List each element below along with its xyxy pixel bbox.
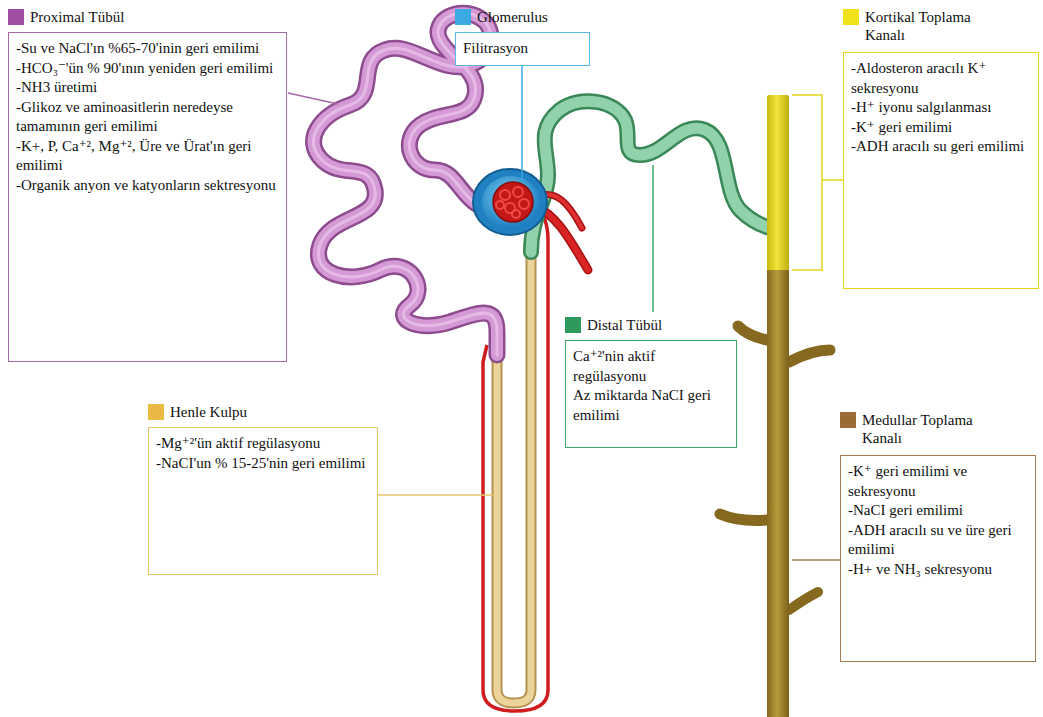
body-text: Filitrasyon: [463, 39, 582, 59]
duct-branch: [789, 592, 818, 610]
body-text: -ADH aracılı su geri emilimi: [851, 137, 1031, 157]
medullary-collecting-duct: [767, 270, 789, 717]
body-text: -Organik anyon ve katyonların sektresyon…: [16, 176, 279, 196]
color-square: [843, 9, 859, 25]
bowman-capsule: [473, 169, 547, 235]
label-panel: Proximal Tübül -Su ve NaCl'ın %65-70'inin…: [8, 8, 287, 362]
panel-heading: Distal Tübül: [565, 316, 737, 334]
color-square: [840, 412, 856, 428]
body-text: -Glikoz ve aminoasitlerin neredeyse tama…: [16, 98, 279, 137]
body-text: -K⁺ geri emilimi ve sekresyonu: [848, 462, 1028, 501]
heading-text: Distal Tübül: [587, 316, 662, 334]
text-box: Filitrasyon: [455, 32, 590, 66]
glomerular-tuft: [493, 182, 533, 222]
panel-heading: Kortikal Toplama Kanalı: [843, 8, 1039, 44]
body-text: -K⁺ geri emilimi: [851, 118, 1031, 138]
bracket: [792, 95, 843, 270]
capillary-loops: [496, 187, 529, 218]
heading-text: Proximal Tübül: [30, 8, 124, 26]
body-text: -NaCI'un % 15-25'nin geri emilimi: [156, 454, 370, 474]
color-square: [455, 9, 471, 25]
body-text: -Su ve NaCl'ın %65-70'inin geri emilimi: [16, 39, 279, 59]
text-box: Ca⁺²'nin aktif regülasyonuAz miktarda Na…: [565, 340, 737, 448]
label-panel: Medullar Toplama Kanalı -K⁺ geri emilimi …: [840, 411, 1036, 662]
label-panel: Kortikal Toplama Kanalı -Aldosteron aracı…: [843, 8, 1039, 289]
body-text: -H⁺ iyonu salgılanması: [851, 98, 1031, 118]
duct-branch: [789, 350, 830, 362]
panel-heading: Glomerulus: [455, 8, 590, 26]
text-box: -Su ve NaCl'ın %65-70'inin geri emilimi-…: [8, 32, 287, 362]
heading-text: Kortikal Toplama Kanalı: [865, 8, 1005, 44]
bowman-capsule-inner: [482, 176, 540, 228]
duct-branch: [738, 326, 767, 340]
body-text: -K+, P, Ca⁺², Mg⁺², Üre ve Ürat'ın geri …: [16, 137, 279, 176]
panel-heading: Medullar Toplama Kanalı: [840, 411, 1036, 447]
label-panel: Distal TübülCa⁺²'nin aktif regülasyonuAz…: [565, 316, 737, 448]
body-text: -ADH aracılı su ve üre geri emilimi: [848, 521, 1028, 560]
leader-line: [378, 494, 493, 496]
panel-heading: Henle Kulpu: [148, 403, 378, 421]
panel-heading: Proximal Tübül: [8, 8, 287, 26]
label-panel: Henle Kulpu -Mg⁺²'ün aktif regülasyonu-Na…: [148, 403, 378, 575]
text-box: -K⁺ geri emilimi ve sekresyonu-NaCI geri…: [840, 455, 1036, 662]
body-text: -H+ ve NH₃ sekresyonu: [848, 560, 1028, 580]
leader-line: [521, 62, 523, 182]
text-box: -Mg⁺²'ün aktif regülasyonu-NaCI'un % 15-…: [148, 427, 378, 575]
heading-text: Henle Kulpu: [170, 403, 247, 421]
leader-line: [652, 165, 654, 312]
color-square: [148, 404, 164, 420]
color-square: [565, 317, 581, 333]
text-box: -Aldosteron aracılı K⁺ sekresyonu-H⁺ iyo…: [843, 52, 1039, 289]
heading-text: Glomerulus: [477, 8, 548, 26]
leader-line: [288, 93, 338, 104]
cortical-collecting-duct: [767, 95, 789, 271]
vasa-recta: [483, 206, 548, 711]
body-text: -Mg⁺²'ün aktif regülasyonu: [156, 434, 370, 454]
body-text: -NH3 üretimi: [16, 78, 279, 98]
body-text: -NaCI geri emilimi: [848, 501, 1028, 521]
color-square: [8, 9, 24, 25]
label-panel: GlomerulusFilitrasyon: [455, 8, 590, 66]
body-text: Az miktarda NaCI geri emilimi: [573, 386, 729, 425]
body-text: -HCO₃⁻'ün % 90'ının yeniden geri emilimi: [16, 59, 279, 79]
body-text: Ca⁺²'nin aktif regülasyonu: [573, 347, 729, 386]
duct-branch: [720, 514, 767, 520]
heading-text: Medullar Toplama Kanalı: [862, 411, 1002, 447]
leader-line: [792, 559, 840, 561]
body-text: -Aldosteron aracılı K⁺ sekresyonu: [851, 59, 1031, 98]
